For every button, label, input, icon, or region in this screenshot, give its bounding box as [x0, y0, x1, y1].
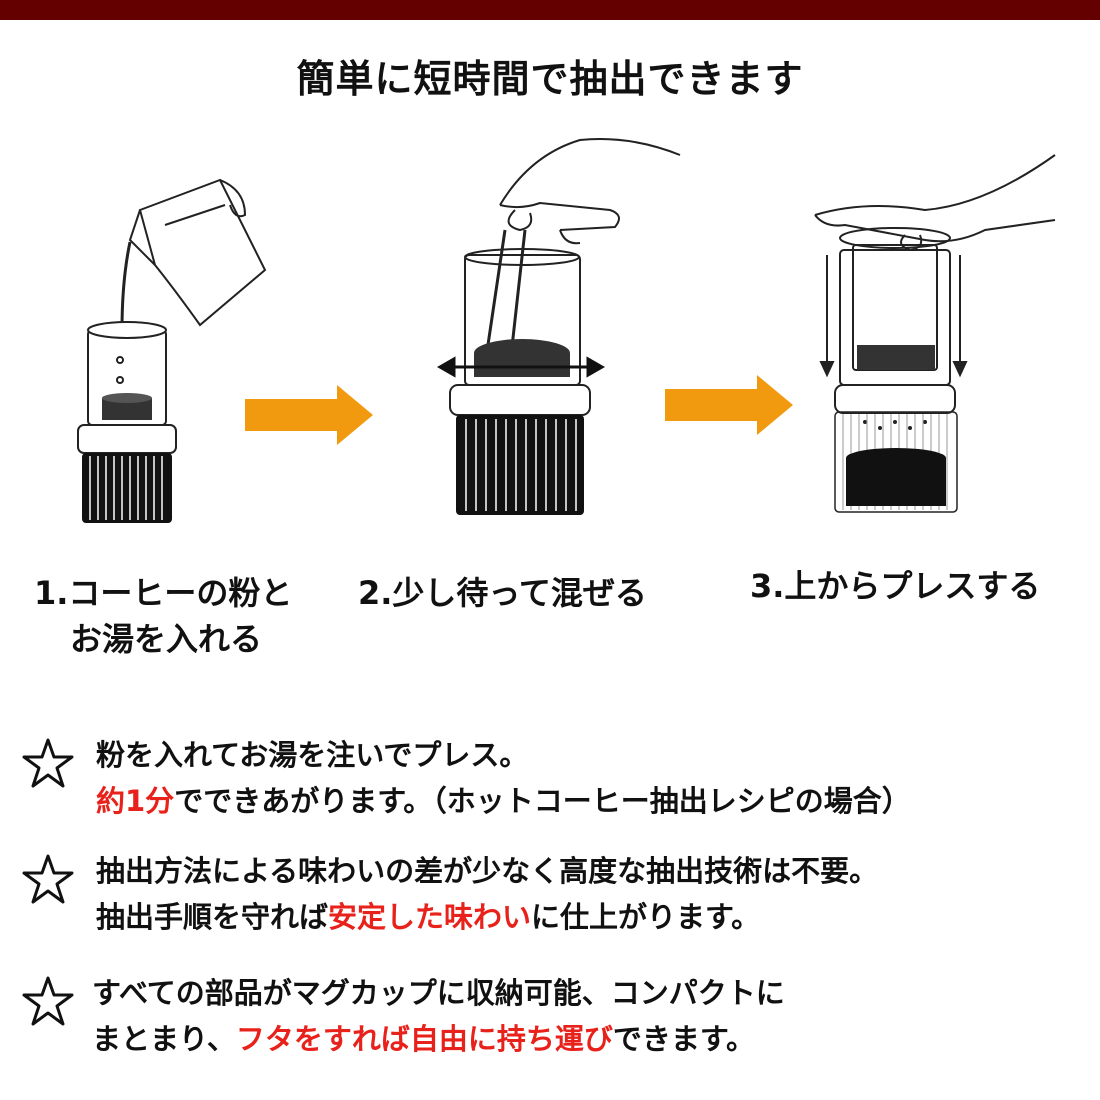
top-accent-bar	[0, 0, 1100, 20]
bullet-2-line2-post: に仕上がります。	[531, 900, 761, 934]
step-3-caption-line1: 3.上からプレスする	[750, 567, 1041, 605]
step-1-caption: 1.コーヒーの粉と お湯を入れる	[34, 570, 292, 662]
step-2-caption-line1: 2.少し待って混ぜる	[358, 574, 647, 612]
step-3-illustration	[814, 154, 1056, 513]
bullet-3-line2-pre: まとまり、	[92, 1022, 236, 1056]
step-1-caption-line1: 1.コーヒーの粉と	[34, 574, 293, 612]
feature-bullet-3: すべての部品がマグカップに収納可能、コンパクトに まとまり、フタをすれば自由に持…	[20, 970, 1090, 1070]
step-2-illustration	[436, 138, 681, 515]
bullet-3-line2-post: できます。	[612, 1022, 755, 1056]
bullet-3-highlight: フタをすれば自由に持ち運び	[235, 1022, 613, 1056]
feature-bullet-1: 粉を入れてお湯を注いでプレス。 約1分でできあがります。（ホットコーヒー抽出レシ…	[20, 732, 1090, 832]
star-icon	[22, 854, 74, 904]
feature-bullet-2: 抽出方法による味わいの差が少なく高度な抽出技術は不要。 抽出手順を守れば安定した…	[20, 848, 1090, 948]
arrow-right-icon	[665, 375, 793, 435]
step-2-caption: 2.少し待って混ぜる	[358, 570, 647, 616]
page-title: 簡単に短時間で抽出できます	[296, 57, 804, 101]
bullet-1-line2-rest: でできあがります。（ホットコーヒー抽出レシピの場合）	[174, 784, 911, 818]
step-1-caption-line2: お湯を入れる	[70, 620, 263, 658]
arrow-right-icon	[245, 385, 373, 445]
bullet-1-line1: 粉を入れてお湯を注いでプレス。	[96, 738, 529, 772]
bullet-2-line1: 抽出方法による味わいの差が少なく高度な抽出技術は不要。	[96, 854, 879, 888]
step-3-caption: 3.上からプレスする	[750, 563, 1040, 609]
bullet-3-line2: まとまり、フタをすれば自由に持ち運びできます。	[92, 1016, 785, 1062]
bullet-2-line2: 抽出手順を守れば安定した味わいに仕上がります。	[96, 894, 878, 940]
bullet-3-line1: すべての部品がマグカップに収納可能、コンパクトに	[92, 976, 785, 1010]
step-1-illustration	[77, 178, 267, 523]
bullet-1-highlight: 約1分	[96, 784, 175, 818]
bullet-1-line2: 約1分でできあがります。（ホットコーヒー抽出レシピの場合）	[96, 778, 911, 824]
star-icon	[22, 738, 74, 788]
bullet-2-highlight: 安定した味わい	[328, 900, 532, 934]
star-icon	[22, 976, 74, 1026]
bullet-2-line2-pre: 抽出手順を守れば	[96, 900, 329, 934]
